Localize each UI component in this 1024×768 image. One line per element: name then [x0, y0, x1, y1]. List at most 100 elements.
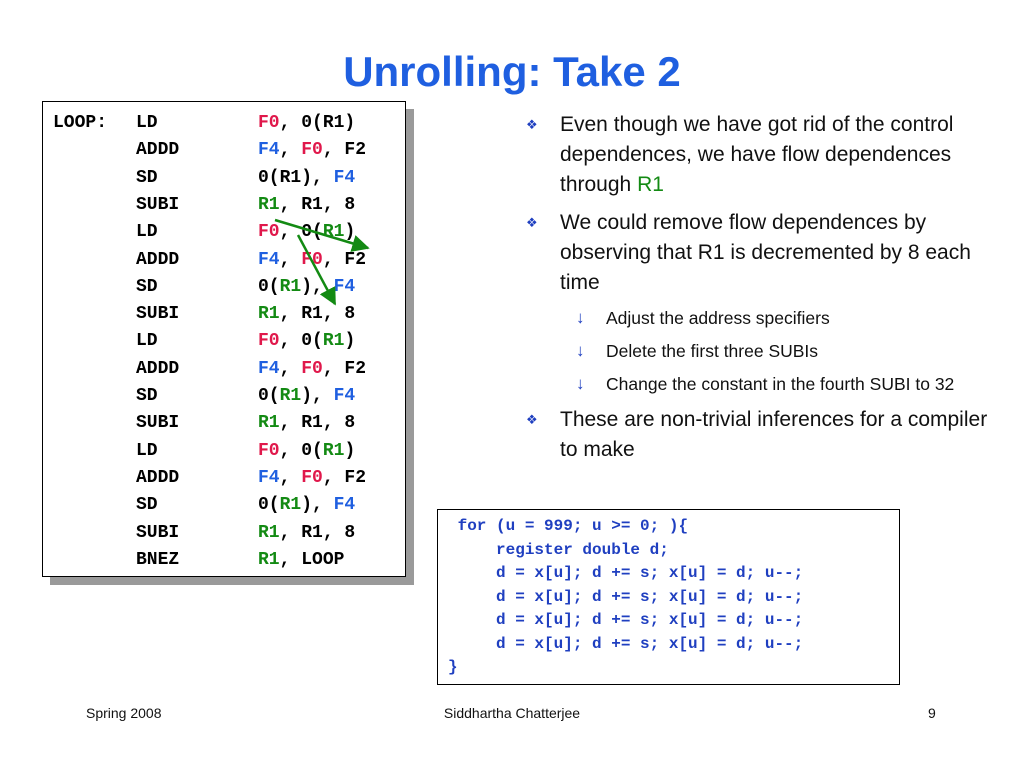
c-code-line: d = x[u]; d += s; x[u] = d; u--; — [448, 587, 804, 606]
code-operands: F4, F0, F2 — [258, 356, 366, 383]
sub-bullet-text: Delete the first three SUBIs — [606, 341, 819, 361]
register-r1: R1 — [258, 549, 280, 570]
bullet-text: Even though we have got rid of the contr… — [560, 113, 954, 196]
operand-text: , F2 — [322, 467, 367, 488]
diamond-bullet-icon: ❖ — [526, 117, 538, 132]
operand-text: , R1, 8 — [279, 304, 356, 325]
sub-bullet-delete-subis: ↓ Delete the first three SUBIs — [520, 339, 990, 363]
code-opcode: SUBI — [136, 522, 180, 543]
operand-text: , R1, 8 — [279, 522, 356, 543]
code-opcode: SD — [136, 495, 158, 516]
register-f4: F4 — [258, 249, 280, 270]
register-f0: F0 — [301, 358, 323, 379]
register-f0: F0 — [301, 467, 323, 488]
c-code-line: d = x[u]; d += s; x[u] = d; u--; — [448, 564, 804, 582]
register-r1: R1 — [279, 386, 302, 406]
operand-text: ) — [344, 222, 356, 243]
operand-text: , — [279, 140, 302, 161]
operand-text: ) — [344, 440, 356, 461]
register-r1: R1 — [322, 222, 345, 243]
code-opcode: SUBI — [136, 413, 180, 434]
down-arrow-bullet-icon: ↓ — [576, 341, 585, 360]
code-line: SUBI R1, R1, 8 — [43, 520, 407, 547]
operand-text: 0( — [258, 386, 280, 406]
c-code-box: for (u = 999; u >= 0; ){ register double… — [437, 509, 900, 685]
code-line: SD 0(R1), F4 — [43, 383, 407, 410]
code-line: SD 0(R1), F4 — [43, 492, 407, 519]
code-operands: F4, F0, F2 — [258, 465, 366, 492]
code-line: ADDD F4, F0, F2 — [43, 465, 407, 492]
register-f0: F0 — [301, 249, 323, 270]
operand-text: , F2 — [322, 358, 367, 379]
register-f4: F4 — [258, 140, 280, 161]
register-f0: F0 — [258, 222, 280, 243]
register-f4: F4 — [333, 167, 356, 188]
footer-date: Spring 2008 — [86, 705, 162, 721]
register-r1: R1 — [258, 413, 280, 434]
operand-text: 0( — [258, 276, 280, 297]
c-code-line: register double d; — [448, 540, 669, 559]
operand-text: , F2 — [322, 249, 367, 270]
code-opcode: BNEZ — [136, 549, 180, 570]
footer-page-number: 9 — [928, 705, 936, 721]
operand-text: , 0( — [279, 331, 323, 352]
code-opcode: SD — [136, 167, 158, 188]
register-f0: F0 — [258, 331, 280, 352]
bullet-control-dependences: ❖ Even though we have got rid of the con… — [520, 110, 990, 200]
register-f4: F4 — [333, 276, 356, 297]
c-code-line: } — [448, 658, 458, 676]
code-operands: F0, 0(R1) — [258, 328, 355, 355]
c-code-line: for (u = 999; u >= 0; ){ — [448, 517, 689, 535]
register-f0: F0 — [258, 440, 280, 461]
operand-text: , — [279, 358, 302, 379]
c-code-line: d = x[u]; d += s; x[u] = d; u--; — [448, 634, 804, 653]
code-operands: F0, 0(R1) — [258, 219, 355, 246]
code-operands: F0, 0(R1) — [258, 438, 355, 465]
code-label: LOOP: — [53, 113, 108, 133]
code-operands: F0, 0(R1) — [258, 110, 355, 137]
operand-text: , R1, 8 — [279, 194, 356, 215]
register-r1: R1 — [279, 276, 302, 297]
code-line: ADDD F4, F0, F2 — [43, 137, 407, 164]
operand-text: , — [279, 467, 302, 488]
bullet-text: We could remove flow dependences by obse… — [560, 211, 971, 294]
sub-bullet-adjust-address: ↓ Adjust the address specifiers — [520, 306, 990, 330]
bullet-text: These are non-trivial inferences for a c… — [560, 408, 988, 461]
code-operands: R1, R1, 8 — [258, 301, 355, 328]
code-opcode: ADDD — [136, 358, 180, 379]
code-line: BNEZ R1, LOOP — [43, 547, 407, 574]
code-opcode: ADDD — [136, 249, 180, 270]
code-operands: R1, LOOP — [258, 547, 344, 574]
down-arrow-bullet-icon: ↓ — [576, 308, 585, 327]
code-operands: F4, F0, F2 — [258, 247, 366, 274]
bullet-remove-flow-dependences: ❖ We could remove flow dependences by ob… — [520, 208, 990, 298]
register-f0: F0 — [258, 113, 280, 133]
sub-bullet-text: Adjust the address specifiers — [606, 308, 830, 328]
code-operands: F4, F0, F2 — [258, 137, 366, 164]
operand-text: ), — [301, 386, 334, 406]
operand-text: , R1, 8 — [279, 413, 356, 434]
code-opcode: ADDD — [136, 467, 180, 488]
diamond-bullet-icon: ❖ — [526, 215, 538, 230]
code-opcode: SUBI — [136, 304, 180, 325]
operand-text: , — [279, 249, 302, 270]
code-line: ADDD F4, F0, F2 — [43, 356, 407, 383]
code-line: ADDD F4, F0, F2 — [43, 247, 407, 274]
code-operands: 0(R1), F4 — [258, 383, 355, 410]
code-operands: R1, R1, 8 — [258, 520, 355, 547]
code-operands: 0(R1), F4 — [258, 492, 355, 519]
operand-text: , LOOP — [279, 549, 345, 570]
operand-text: , 0( — [279, 222, 323, 243]
code-opcode: LD — [136, 222, 158, 243]
code-opcode: SD — [136, 386, 158, 406]
register-f4: F4 — [258, 358, 280, 379]
register-r1: R1 — [279, 495, 302, 516]
register-f4: F4 — [258, 467, 280, 488]
code-opcode: ADDD — [136, 140, 180, 161]
